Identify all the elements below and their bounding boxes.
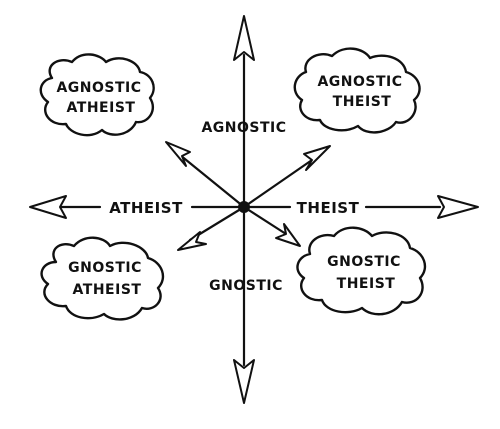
- quadrant-top-left-line1: AGNOSTIC: [56, 80, 141, 96]
- cloud-bottom-left: [40, 236, 165, 321]
- quadrant-bottom-right-line2: THEIST: [337, 276, 396, 292]
- quadrant-top-right-line1: AGNOSTIC: [317, 74, 402, 90]
- diagonal-top-left: [178, 153, 246, 209]
- arrow-down-right-icon: [275, 223, 301, 247]
- arrow-up-icon: [233, 15, 255, 61]
- arrow-up-left-icon: [165, 141, 191, 167]
- arrow-up-right-icon: [303, 145, 331, 171]
- cloud-top-right: [293, 47, 421, 134]
- axis-label-right: THEIST: [297, 199, 360, 217]
- quadrant-bottom-left-line2: ATHEIST: [73, 282, 142, 298]
- arrow-left-icon: [29, 195, 67, 219]
- cloud-bottom-right: [296, 226, 427, 316]
- quadrant-bottom-left-line1: GNOSTIC: [68, 260, 142, 276]
- axis-label-left: ATHEIST: [109, 199, 183, 217]
- cloud-top-left: [39, 53, 155, 137]
- axis-label-top: AGNOSTIC: [201, 120, 286, 136]
- arrow-down-icon: [233, 359, 255, 404]
- origin-dot: [238, 201, 250, 213]
- quadrant-bottom-right-line1: GNOSTIC: [327, 254, 401, 270]
- diagonal-bottom-right: [242, 205, 288, 236]
- arrow-down-left-icon: [177, 231, 207, 251]
- arrow-right-icon: [437, 195, 479, 219]
- diagonals: [165, 141, 331, 251]
- diagonal-top-right: [242, 158, 314, 209]
- axis-label-bottom: GNOSTIC: [209, 278, 283, 294]
- quadrant-top-left-line2: ATHEIST: [67, 100, 136, 116]
- quadrant-top-right-line2: THEIST: [333, 94, 392, 110]
- axes: [29, 15, 479, 404]
